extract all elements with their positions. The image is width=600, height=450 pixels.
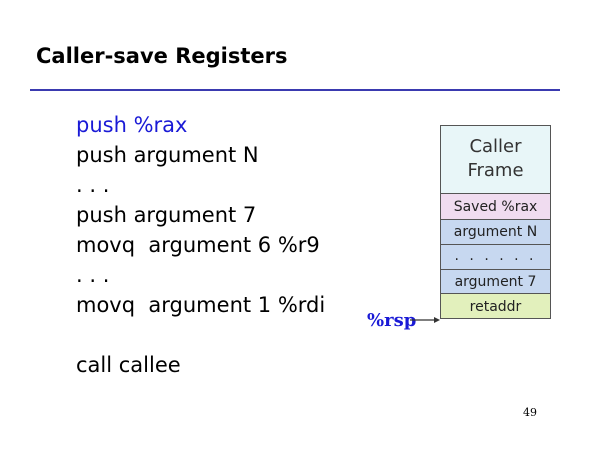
slide-title: Caller-save Registers: [36, 44, 288, 68]
stack-diagram: Caller Frame Saved %rax argument N . . .…: [440, 125, 551, 319]
rsp-pointer-label: %rsp: [367, 310, 417, 331]
stack-cell-argument-7: argument 7: [440, 269, 551, 293]
stack-cell-retaddr: retaddr: [440, 293, 551, 319]
code-line-push-rax: push %rax: [76, 113, 188, 137]
stack-cell-caller-frame: Caller Frame: [440, 125, 551, 193]
code-line-blank: [76, 320, 325, 350]
caller-frame-label-line2: Frame: [467, 160, 524, 181]
stack-cell-ellipsis: . . . . . .: [440, 244, 551, 269]
caller-frame-label-line1: Caller: [469, 136, 522, 157]
code-line-push-arg-n: push argument N: [76, 143, 259, 167]
code-line-movq-arg-1: movq argument 1 %rdi: [76, 293, 326, 317]
code-line-ellipsis-2: . . .: [76, 263, 110, 287]
title-divider: [30, 89, 560, 91]
stack-cell-argument-n: argument N: [440, 219, 551, 244]
code-listing: push %rax push argument N . . . push arg…: [76, 110, 325, 380]
code-line-call: call callee: [76, 353, 181, 377]
code-line-push-arg-7: push argument 7: [76, 203, 257, 227]
page-number: 49: [523, 406, 537, 419]
stack-cell-saved-rax: Saved %rax: [440, 193, 551, 219]
code-line-ellipsis-1: . . .: [76, 173, 110, 197]
code-line-movq-arg-6: movq argument 6 %r9: [76, 233, 320, 257]
rsp-arrow-icon: [410, 317, 440, 323]
